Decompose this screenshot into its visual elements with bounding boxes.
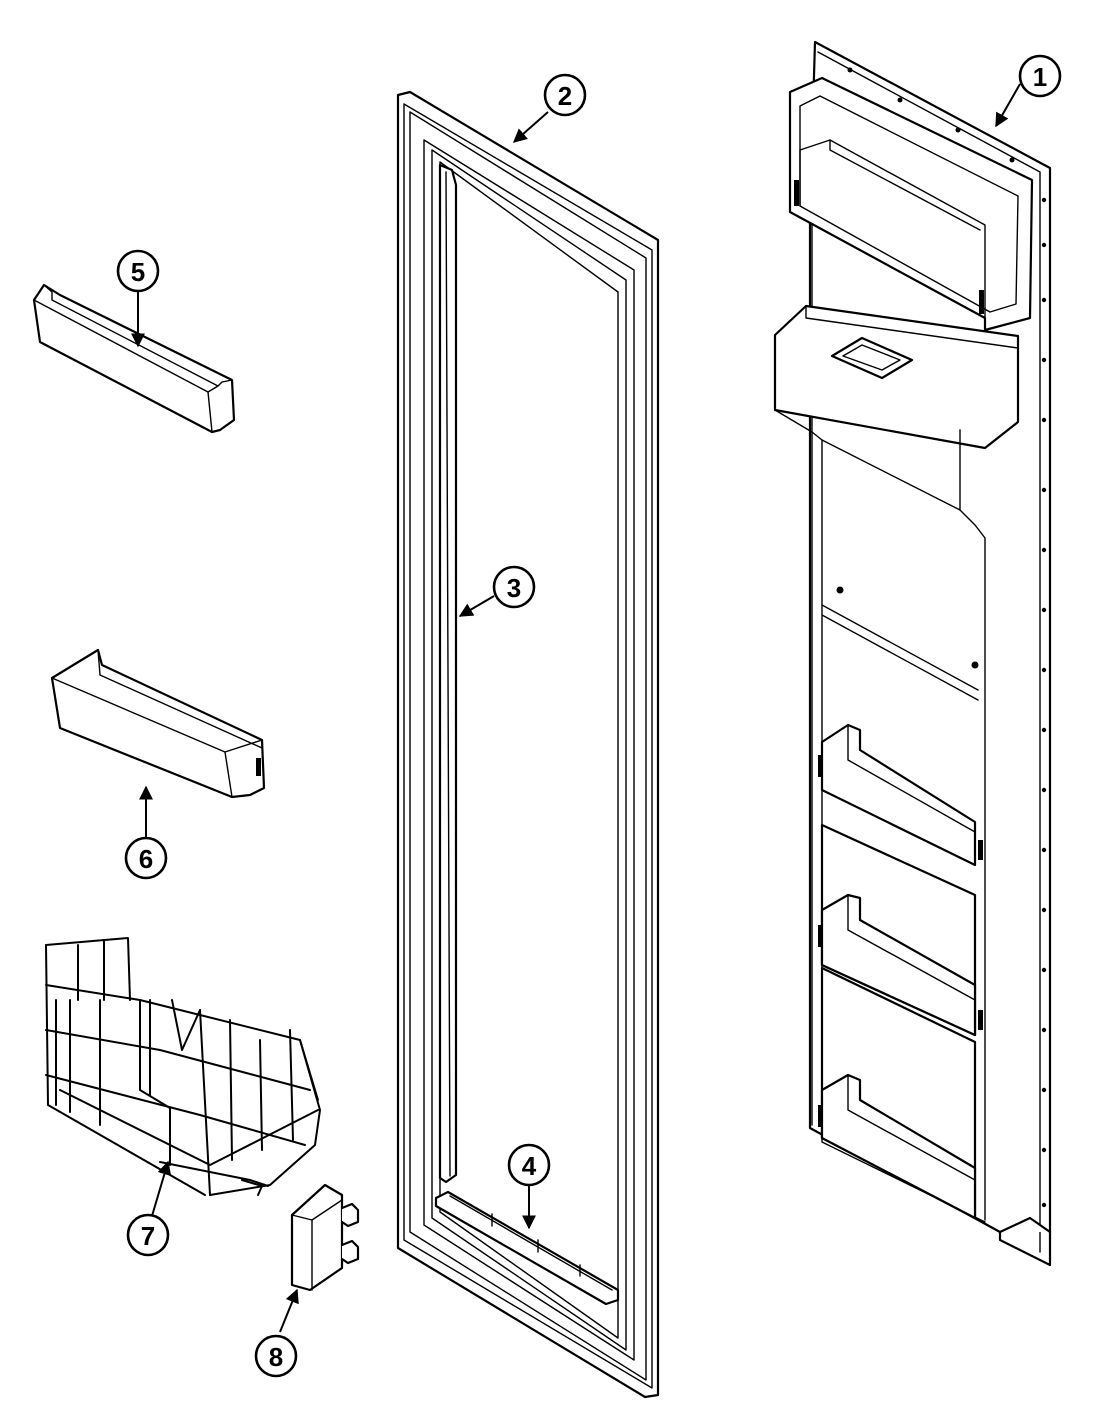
callout-label: 1 [1033, 62, 1047, 92]
callout-7: 7 [126, 1213, 170, 1257]
callout-circle [543, 73, 587, 117]
callout-label: 6 [139, 844, 153, 874]
callout-circle [1018, 54, 1062, 98]
callout-label: 5 [131, 257, 145, 287]
gasket-strip-part [438, 163, 458, 1184]
callouts: 1 2 3 4 5 6 7 8 [116, 54, 1062, 1378]
wire-basket-part [45, 937, 321, 1196]
door-shelf-large-part [50, 648, 266, 799]
door-liner-part [773, 40, 1052, 1267]
door-shelf-small-part [32, 283, 236, 434]
callout-label: 4 [522, 1151, 537, 1181]
bottom-strip-part [434, 1190, 620, 1306]
callout-6: 6 [124, 836, 168, 880]
callout-4: 4 [507, 1143, 551, 1187]
callout-circle [124, 836, 168, 880]
callout-circle [126, 1213, 170, 1257]
callout-circle [254, 1334, 298, 1378]
callout-5: 5 [116, 249, 160, 293]
callout-2: 2 [543, 73, 587, 117]
callout-label: 3 [507, 573, 521, 603]
callout-8: 8 [254, 1334, 298, 1378]
callout-circle [492, 565, 536, 609]
callout-circle [507, 1143, 551, 1187]
callout-1: 1 [1018, 54, 1062, 98]
leader-lines [131, 83, 1021, 1333]
bracket-part [290, 1183, 360, 1292]
callout-label: 2 [558, 81, 572, 111]
callout-3: 3 [492, 565, 536, 609]
callout-label: 7 [141, 1221, 155, 1251]
callout-label: 8 [269, 1342, 283, 1372]
callout-circle [116, 249, 160, 293]
